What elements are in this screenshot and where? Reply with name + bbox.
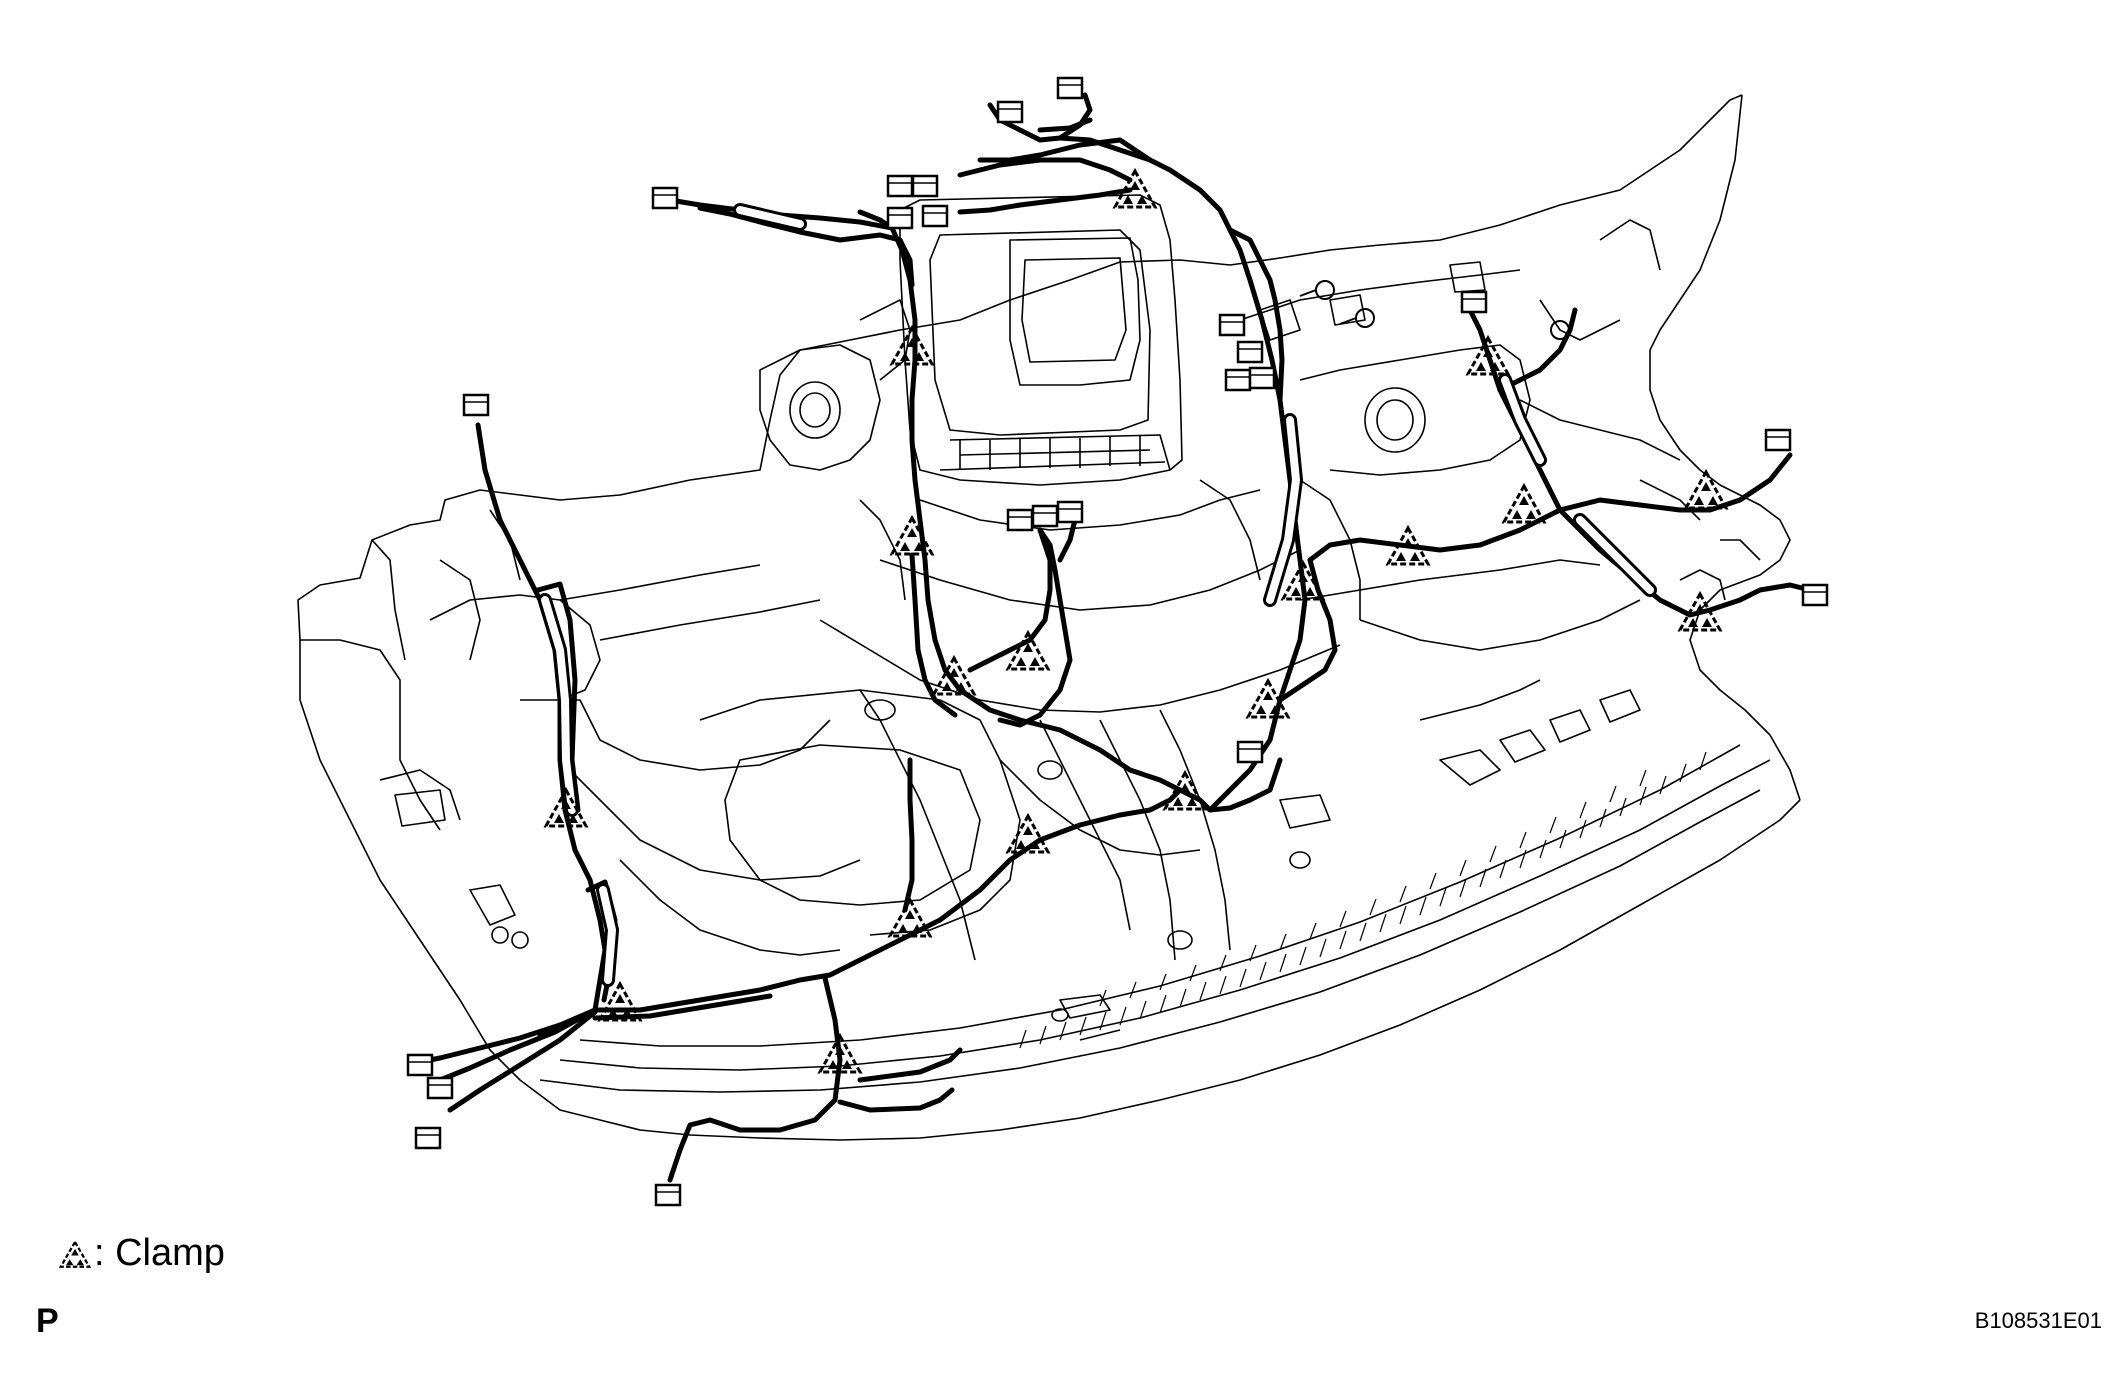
clamp-marker bbox=[1163, 771, 1207, 811]
connector-bottom-left-1 bbox=[406, 1053, 434, 1077]
clamp-marker bbox=[890, 326, 934, 366]
connector-upper-left bbox=[651, 186, 679, 210]
connector-meter-1 bbox=[1006, 508, 1034, 532]
connector-right-edge bbox=[1801, 583, 1829, 607]
page-letter: P bbox=[36, 1302, 59, 1340]
clamp-marker bbox=[1502, 484, 1546, 524]
connector-bottom bbox=[654, 1183, 682, 1207]
figure-code: B108531E01 bbox=[1974, 1308, 2102, 1333]
connector-bottom-left-3 bbox=[414, 1126, 442, 1150]
connector-top-cluster-1 bbox=[886, 174, 914, 198]
harness-sheath bbox=[538, 203, 1657, 987]
connector-bottom-left-2 bbox=[426, 1076, 454, 1100]
connector-right-stack-3 bbox=[1224, 368, 1252, 392]
connector-top-cluster-3 bbox=[886, 206, 914, 230]
connector-top-cluster-2 bbox=[911, 174, 939, 198]
connector-right-stack-2 bbox=[1236, 340, 1264, 364]
connector-meter-2 bbox=[1031, 504, 1059, 528]
connectors bbox=[406, 76, 1829, 1207]
connector-right-stack-4 bbox=[1248, 366, 1276, 390]
connector-top-left-b bbox=[1056, 76, 1084, 100]
clamp-marker bbox=[1466, 336, 1510, 376]
connector-left-top bbox=[462, 393, 490, 417]
clamp-marker bbox=[1684, 470, 1728, 510]
connector-top-left-a bbox=[996, 100, 1024, 124]
connector-right-stack-1 bbox=[1218, 313, 1246, 337]
connector-right-upper bbox=[1460, 290, 1488, 314]
legend-label: : Clamp bbox=[94, 1232, 225, 1274]
harness-sheath-inner bbox=[541, 206, 1654, 984]
bolts bbox=[1299, 280, 1571, 340]
connector-meter-3 bbox=[1056, 500, 1084, 524]
instrument-panel-outline bbox=[297, 94, 1801, 1141]
connector-center-lower bbox=[1236, 740, 1264, 764]
clamp-marker bbox=[932, 656, 976, 696]
wire-harness bbox=[417, 92, 1813, 1183]
connector-right-far bbox=[1764, 428, 1792, 452]
connector-top-cluster-4 bbox=[921, 204, 949, 228]
legend: : Clamp bbox=[58, 1232, 225, 1275]
clamp-icon bbox=[58, 1239, 92, 1268]
